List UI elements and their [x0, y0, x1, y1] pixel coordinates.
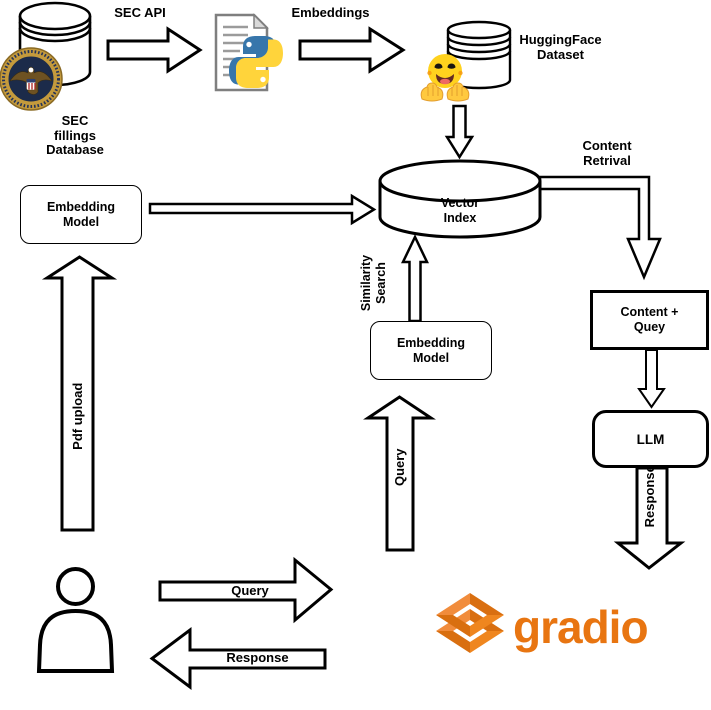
pdf-upload-label: Pdf upload	[69, 382, 85, 450]
query-vertical-label: Query	[391, 448, 407, 487]
sec-api-arrow	[106, 26, 203, 74]
embeddings-arrow	[298, 26, 406, 74]
huggingface-emoji-icon	[420, 54, 470, 102]
llm-response-arrow	[613, 466, 686, 570]
content-query-box: Content + Quey	[590, 290, 709, 350]
gradio-wordmark: gradio	[513, 601, 649, 653]
embedding-model-center-box: Embedding Model	[370, 321, 492, 380]
python-logo-icon	[229, 36, 283, 88]
content-retrival-label: Content Retrival	[582, 138, 632, 168]
python-file-icon	[214, 13, 283, 92]
response-arrow-label: Response	[226, 650, 289, 665]
similarity-search-arrow	[401, 234, 429, 323]
pdf-upload-arrow	[41, 255, 118, 532]
huggingface-dataset-label: HuggingFace Dataset	[519, 32, 602, 62]
embedding-model-left-box: Embedding Model	[20, 185, 142, 244]
vector-index-cylinder-icon	[378, 159, 542, 239]
vector-index-label: Vector Index	[440, 196, 480, 225]
embedding-to-vector-arrow	[148, 193, 377, 226]
user-response-arrow	[149, 627, 327, 690]
query-up-arrow	[363, 395, 436, 552]
sec-seal-icon	[0, 47, 63, 111]
content-retrieval-elbow-arrow	[538, 175, 662, 281]
sec-database-label: SEC fillings Database	[46, 113, 104, 157]
user-person-icon	[36, 567, 115, 673]
similarity-search-label: Similarity Search	[359, 254, 388, 312]
response-vertical-label: Response	[641, 465, 657, 528]
user-query-arrow	[158, 556, 334, 624]
sec-api-label: SEC API	[114, 5, 166, 20]
query-arrow-label: Query	[231, 583, 269, 598]
llm-box: LLM	[592, 410, 709, 468]
gradio-logo-icon	[436, 593, 504, 653]
contentquery-to-llm-arrow	[637, 349, 666, 409]
huggingface-cylinder-icon	[446, 20, 512, 90]
hf-to-vector-arrow	[444, 104, 475, 160]
embeddings-label: Embeddings	[291, 5, 370, 20]
